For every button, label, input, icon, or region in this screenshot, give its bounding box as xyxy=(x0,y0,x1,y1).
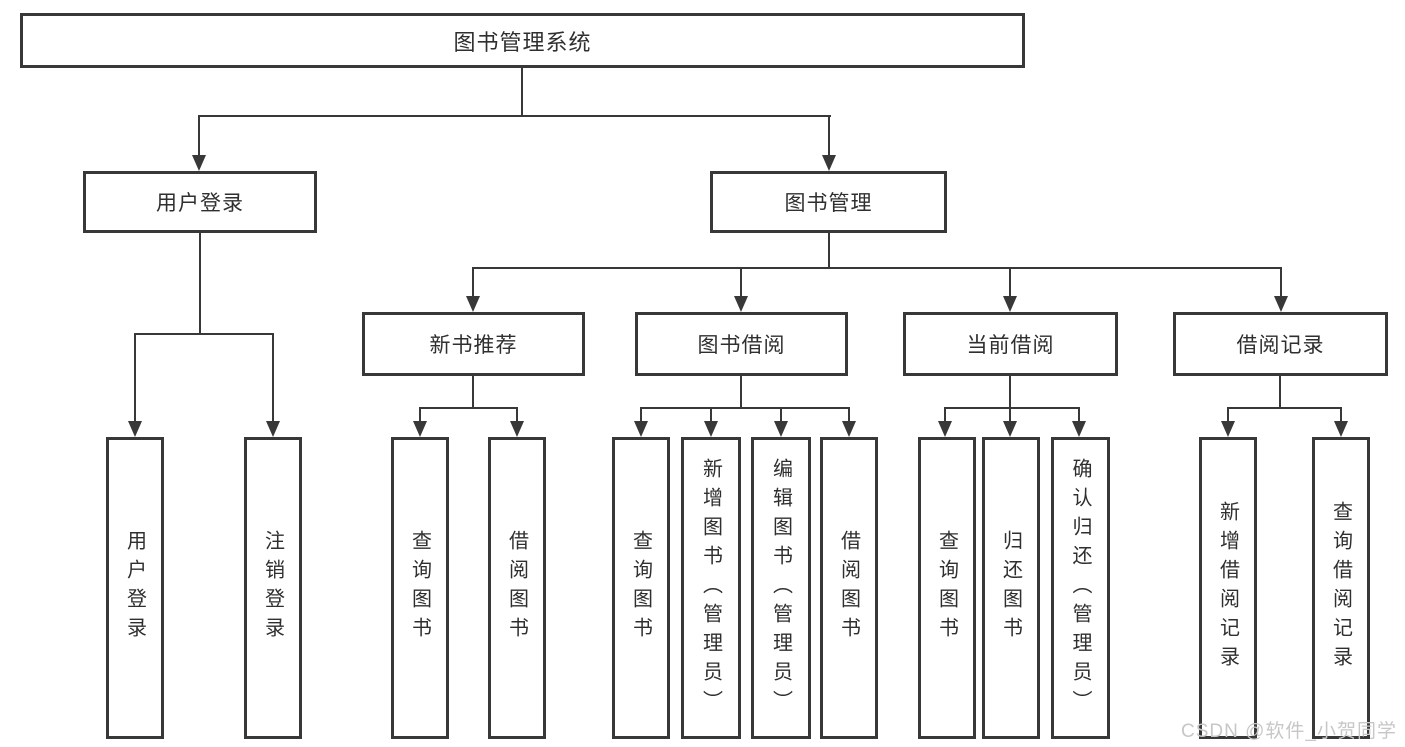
arrow-down-icon xyxy=(822,155,836,171)
leaf-newbook-borrow-label: 借阅图书 xyxy=(505,530,528,646)
leaf-user-login-label: 用户登录 xyxy=(123,530,146,646)
node-book-borrow-label: 图书借阅 xyxy=(697,334,786,357)
connector-drop-book-mgmt xyxy=(828,115,830,157)
leaf-current-query: 查询图书 xyxy=(918,437,976,739)
connector-drop-leaf xyxy=(944,407,946,422)
connector-drop-leaf xyxy=(1227,407,1229,422)
leaf-records-add: 新增借阅记录 xyxy=(1199,437,1257,739)
connector-new-book-stem xyxy=(472,376,474,409)
connector-borrow-records-rail xyxy=(1227,407,1342,409)
arrow-down-icon xyxy=(266,421,280,437)
connector-user-login-rail xyxy=(134,333,274,335)
leaf-borrow-edit: 编辑图书（管理员） xyxy=(751,437,811,739)
arrow-down-icon xyxy=(413,421,427,437)
leaf-borrow-borrow: 借阅图书 xyxy=(820,437,878,739)
connector-drop-new-book xyxy=(472,267,474,298)
connector-drop-leaf xyxy=(516,407,518,422)
leaf-borrow-add: 新增图书（管理员） xyxy=(681,437,741,739)
connector-new-book-rail xyxy=(419,407,518,409)
csdn-watermark: CSDN @软件_小贺同学 xyxy=(1181,721,1397,742)
leaf-records-query: 查询借阅记录 xyxy=(1312,437,1370,739)
connector-drop-leaf xyxy=(710,407,712,422)
leaf-current-confirm: 确认归还（管理员） xyxy=(1051,437,1110,739)
arrow-down-icon xyxy=(842,421,856,437)
node-borrow-records-label: 借阅记录 xyxy=(1236,334,1325,357)
leaf-newbook-query-label: 查询图书 xyxy=(408,530,431,646)
leaf-current-confirm-label: 确认归还（管理员） xyxy=(1069,457,1091,719)
leaf-borrow-borrow-label: 借阅图书 xyxy=(837,530,860,646)
node-borrow-records: 借阅记录 xyxy=(1173,312,1388,376)
arrow-down-icon xyxy=(1334,421,1348,437)
connector-drop-book-borrow xyxy=(740,267,742,298)
arrow-down-icon xyxy=(466,296,480,312)
leaf-current-return-label: 归还图书 xyxy=(999,530,1022,646)
connector-drop-user-login xyxy=(198,115,200,157)
leaf-current-return: 归还图书 xyxy=(982,437,1040,739)
node-current-borrow: 当前借阅 xyxy=(903,312,1118,376)
leaf-records-add-label: 新增借阅记录 xyxy=(1216,501,1239,675)
node-root: 图书管理系统 xyxy=(20,13,1025,68)
arrow-down-icon xyxy=(634,421,648,437)
arrow-down-icon xyxy=(734,296,748,312)
arrow-down-icon xyxy=(510,421,524,437)
arrow-down-icon xyxy=(128,421,142,437)
node-user-login-label: 用户登录 xyxy=(156,192,244,215)
connector-root-stem xyxy=(521,68,523,117)
arrow-down-icon xyxy=(938,421,952,437)
connector-book-mgmt-stem xyxy=(828,233,830,269)
leaf-records-query-label: 查询借阅记录 xyxy=(1329,501,1352,675)
connector-current-borrow-stem xyxy=(1009,376,1011,409)
connector-level2-rail xyxy=(198,115,831,117)
arrow-down-icon xyxy=(704,421,718,437)
leaf-newbook-borrow: 借阅图书 xyxy=(488,437,546,739)
node-user-login: 用户登录 xyxy=(83,171,317,233)
connector-user-login-stem xyxy=(199,233,201,335)
connector-drop-borrow-records xyxy=(1280,267,1282,298)
arrow-down-icon xyxy=(1221,421,1235,437)
connector-current-borrow-rail xyxy=(944,407,1080,409)
arrow-down-icon xyxy=(1003,296,1017,312)
node-new-book: 新书推荐 xyxy=(362,312,585,376)
connector-drop-leaf xyxy=(1340,407,1342,422)
connector-drop-leaf xyxy=(780,407,782,422)
leaf-borrow-add-label: 新增图书（管理员） xyxy=(699,457,722,719)
node-book-mgmt-label: 图书管理 xyxy=(784,192,873,215)
connector-book-borrow-stem xyxy=(740,376,742,409)
arrow-down-icon xyxy=(192,155,206,171)
connector-drop-leaf xyxy=(272,333,274,422)
node-book-borrow: 图书借阅 xyxy=(635,312,848,376)
connector-drop-current-borrow xyxy=(1009,267,1011,298)
connector-level3-rail xyxy=(472,267,1282,269)
leaf-borrow-query: 查询图书 xyxy=(612,437,670,739)
leaf-current-query-label: 查询图书 xyxy=(935,530,958,646)
leaf-logout-label: 注销登录 xyxy=(261,530,284,646)
arrow-down-icon xyxy=(1072,421,1086,437)
connector-drop-leaf xyxy=(134,333,136,422)
leaf-newbook-query: 查询图书 xyxy=(391,437,449,739)
node-current-borrow-label: 当前借阅 xyxy=(966,334,1055,357)
arrow-down-icon xyxy=(774,421,788,437)
connector-drop-leaf xyxy=(1009,407,1011,422)
leaf-borrow-query-label: 查询图书 xyxy=(629,530,652,646)
leaf-user-login: 用户登录 xyxy=(106,437,164,739)
connector-borrow-records-stem xyxy=(1279,376,1281,409)
leaf-borrow-edit-label: 编辑图书（管理员） xyxy=(769,457,792,719)
connector-book-borrow-rail xyxy=(640,407,850,409)
node-root-label: 图书管理系统 xyxy=(453,29,592,55)
connector-drop-leaf xyxy=(848,407,850,422)
connector-drop-leaf xyxy=(1078,407,1080,422)
arrow-down-icon xyxy=(1003,421,1017,437)
arrow-down-icon xyxy=(1274,296,1288,312)
node-book-mgmt: 图书管理 xyxy=(710,171,947,233)
connector-drop-leaf xyxy=(640,407,642,422)
node-new-book-label: 新书推荐 xyxy=(429,334,518,357)
leaf-logout: 注销登录 xyxy=(244,437,302,739)
connector-drop-leaf xyxy=(419,407,421,422)
